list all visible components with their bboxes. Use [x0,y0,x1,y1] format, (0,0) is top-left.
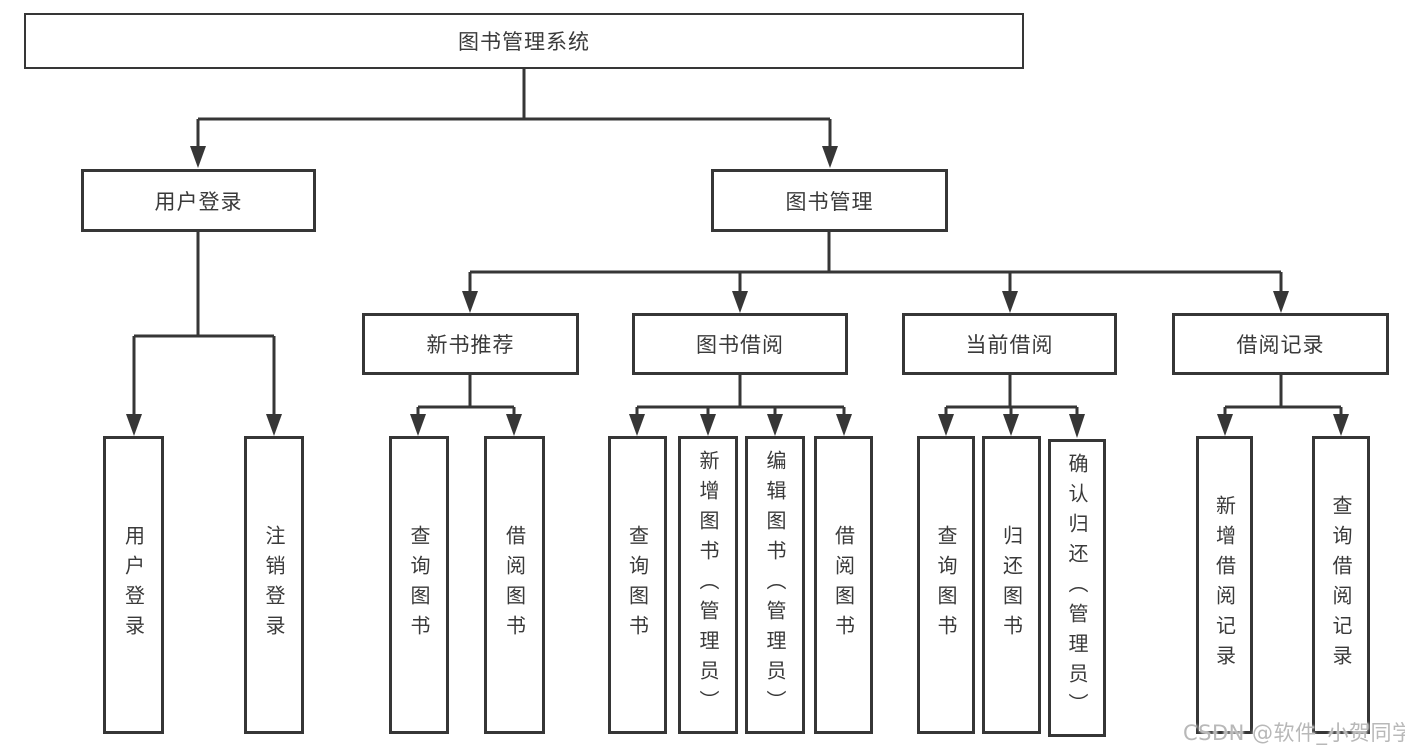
node-label: 编辑图书（管理员） [763,450,787,720]
node-label: 归还图书 [999,525,1024,645]
node-label: 新书推荐 [426,333,515,357]
connector-borrow-record [1223,375,1343,418]
node-label: 确认归还（管理员） [1065,453,1089,723]
leaf-confirm-return-admin: 确认归还（管理员） [1048,439,1106,737]
leaf-query-books-current: 查询图书 [917,436,975,734]
node-current-borrow: 当前借阅 [902,313,1117,375]
node-label: 借阅图书 [502,525,527,645]
node-book-borrow: 图书借阅 [632,313,848,375]
node-new-book-recommend: 新书推荐 [362,313,579,375]
connector-new-book-recommend [416,375,516,418]
leaf-add-book-admin: 新增图书（管理员） [678,436,738,734]
node-label: 当前借阅 [965,333,1054,357]
node-book-management: 图书管理 [711,169,948,232]
node-label: 查询图书 [934,525,958,645]
leaf-query-books-recommend: 查询图书 [389,436,449,734]
leaf-edit-book-admin: 编辑图书（管理员） [745,436,805,734]
node-label: 查询借阅记录 [1329,495,1353,675]
node-label: 图书管理 [785,189,874,214]
leaf-add-borrow-record: 新增借阅记录 [1196,436,1253,734]
node-label: 注销登录 [262,525,286,645]
node-label: 用户登录 [121,525,146,645]
node-borrow-record: 借阅记录 [1172,313,1389,375]
leaf-query-books-borrow: 查询图书 [608,436,667,734]
leaf-return-book: 归还图书 [982,436,1041,734]
connector-current-borrow [944,375,1079,418]
csdn-watermark: CSDN @软件_小贺同学 [1183,721,1405,745]
connector-book-management [468,232,1283,294]
arrowheads [126,146,1349,438]
leaf-borrow-books-recommend: 借阅图书 [484,436,545,734]
leaf-user-login: 用户登录 [103,436,164,734]
node-label: 用户登录 [154,189,243,214]
node-label: 新增借阅记录 [1212,495,1237,675]
leaf-query-borrow-record: 查询借阅记录 [1312,436,1370,734]
node-label: 新增图书（管理员） [696,450,720,720]
connector-book-borrow [635,375,846,418]
node-library-system-root: 图书管理系统 [24,13,1024,69]
leaf-borrow-books: 借阅图书 [814,436,873,734]
node-label: 查询图书 [625,525,650,645]
node-label: 图书管理系统 [458,30,590,54]
connector-user-login [132,232,276,418]
node-label: 图书借阅 [696,333,784,357]
node-user-login: 用户登录 [81,169,316,232]
leaf-logout: 注销登录 [244,436,304,734]
node-label: 借阅记录 [1236,333,1325,357]
connector-root [196,69,832,149]
node-label: 借阅图书 [831,525,856,645]
node-label: 查询图书 [407,525,431,645]
